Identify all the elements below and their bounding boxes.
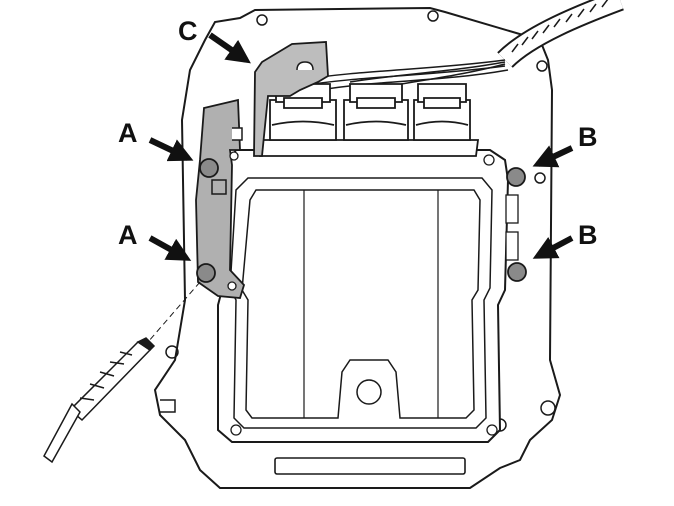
- panel-hole: [536, 60, 548, 72]
- bracket-c: [253, 41, 329, 157]
- ecu-center-boss: [356, 379, 382, 405]
- connector-3: [413, 83, 471, 141]
- panel-hole: [427, 10, 439, 22]
- connector-base: [258, 139, 480, 157]
- drill-guide-line: [147, 281, 201, 343]
- bolt-a-lower: [196, 263, 216, 283]
- ecu-screw: [486, 424, 498, 436]
- bracket-a-clip: [232, 127, 243, 141]
- ecu-side-tab: [505, 194, 519, 224]
- bracket-a-hole: [229, 151, 239, 161]
- bracket-c-slot: [296, 61, 314, 71]
- panel-slot: [274, 457, 466, 475]
- panel-hole: [534, 172, 546, 184]
- bolt-b-upper: [506, 167, 526, 187]
- panel-hole: [540, 400, 556, 416]
- bolt-a-upper: [199, 158, 219, 178]
- ecu-screw: [483, 154, 495, 166]
- ecu-side-tab: [505, 231, 519, 261]
- panel-hole: [165, 345, 179, 359]
- panel-notch: [160, 399, 176, 413]
- arrow-a-upper: [148, 137, 194, 162]
- callout-a-upper: A: [118, 118, 138, 148]
- arrow-b-lower: [532, 235, 574, 259]
- arrow-a-lower: [148, 235, 192, 261]
- panel-hole: [256, 14, 268, 26]
- drill-bit: [43, 337, 156, 464]
- arrow-c: [208, 32, 251, 64]
- bolt-b-lower: [507, 262, 527, 282]
- bracket-a-tab: [211, 179, 227, 195]
- wiring-harness: [299, 0, 624, 91]
- ecu-cover-panel: [241, 189, 481, 419]
- callout-a-lower: A: [118, 220, 138, 250]
- connector-1: [269, 83, 337, 141]
- arrow-b-upper: [532, 145, 574, 168]
- connector-2: [343, 83, 409, 141]
- ecu-screw: [230, 424, 242, 436]
- callout-b-lower: B: [578, 220, 598, 250]
- bracket-a-hole: [227, 281, 237, 291]
- bracket-a: [195, 98, 246, 299]
- callout-b-upper: B: [578, 122, 598, 152]
- callout-c: C: [178, 16, 198, 46]
